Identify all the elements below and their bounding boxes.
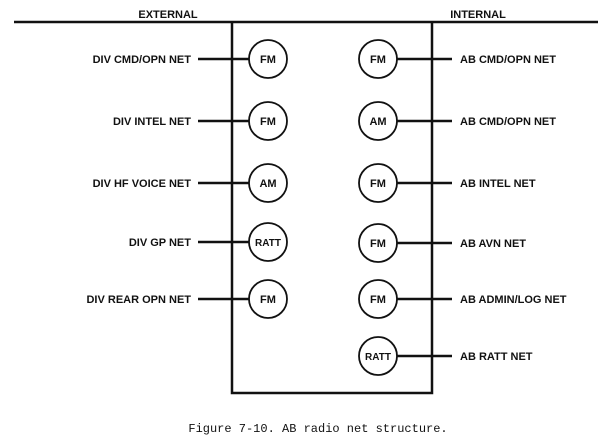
radio-mode-label: FM [370, 294, 386, 306]
radio-mode-label: FM [260, 116, 276, 128]
external-net-label: DIV REAR OPN NET [86, 294, 191, 306]
radio-mode-label: FM [370, 178, 386, 190]
internal-net-row: RATT AB RATT NET [358, 336, 533, 376]
external-net-row: DIV REAR OPN NET FM [86, 279, 288, 319]
radio-mode-label: FM [260, 54, 276, 66]
radio-mode-label: AM [259, 178, 276, 190]
external-header: EXTERNAL [138, 9, 198, 21]
external-net-label: DIV HF VOICE NET [93, 178, 192, 190]
external-net-label: DIV CMD/OPN NET [93, 54, 192, 66]
internal-net-row: FM AB INTEL NET [358, 163, 536, 203]
radio-mode-label: FM [370, 238, 386, 250]
external-net-label: DIV GP NET [129, 237, 191, 249]
radio-mode-circle [248, 39, 288, 79]
internal-header: INTERNAL [450, 9, 506, 21]
radio-mode-circle [248, 222, 288, 262]
internal-net-row: FM AB ADMIN/LOG NET [358, 279, 567, 319]
radio-mode-label: AM [369, 116, 386, 128]
internal-net-label: AB CMD/OPN NET [460, 116, 556, 128]
internal-net-label: AB INTEL NET [460, 178, 536, 190]
radio-mode-circle [248, 101, 288, 141]
internal-net-label: AB CMD/OPN NET [460, 54, 556, 66]
external-net-row: DIV CMD/OPN NET FM [93, 39, 288, 79]
external-net-label: DIV INTEL NET [113, 116, 191, 128]
internal-net-row: AM AB CMD/OPN NET [358, 101, 556, 141]
internal-net-row: FM AB CMD/OPN NET [358, 39, 556, 79]
radio-mode-circle [248, 163, 288, 203]
internal-net-label: AB AVN NET [460, 238, 526, 250]
external-net-row: DIV HF VOICE NET AM [93, 163, 288, 203]
external-net-row: DIV INTEL NET FM [113, 101, 288, 141]
internal-nets: FM AB CMD/OPN NET AM AB CMD/OPN NET FM AB INT… [358, 39, 567, 376]
radio-mode-label: RATT [365, 352, 391, 363]
internal-net-label: AB ADMIN/LOG NET [460, 294, 567, 306]
figure-caption: Figure 7-10. AB radio net structure. [188, 422, 447, 436]
internal-net-row: FM AB AVN NET [358, 223, 526, 263]
net-control-box [230, 22, 434, 395]
external-nets: DIV CMD/OPN NET FM DIV INTEL NET FM DIV HF V… [86, 39, 288, 319]
radio-mode-label: RATT [255, 238, 281, 249]
radio-mode-label: FM [260, 294, 276, 306]
radio-mode-circle [248, 279, 288, 319]
radio-mode-label: FM [370, 54, 386, 66]
external-net-row: DIV GP NET RATT [129, 222, 288, 262]
internal-net-label: AB RATT NET [460, 351, 533, 363]
